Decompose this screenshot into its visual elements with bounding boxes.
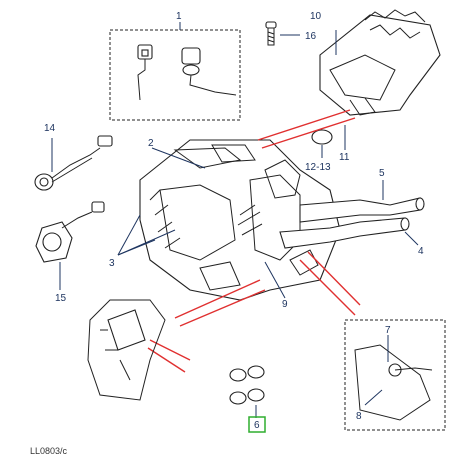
callout-3: 3 bbox=[109, 258, 115, 269]
callout-10: 10 bbox=[310, 11, 322, 22]
callout-4: 4 bbox=[418, 246, 424, 257]
o-ring-part bbox=[311, 129, 333, 145]
screw-part bbox=[265, 21, 300, 46]
callout-7: 7 bbox=[385, 325, 391, 336]
callout-12-13: 12-13 bbox=[305, 162, 331, 173]
callout-11: 11 bbox=[339, 152, 350, 163]
heater-assembly bbox=[139, 139, 425, 301]
grommets-part bbox=[229, 365, 265, 418]
harness-part bbox=[34, 135, 113, 191]
callout-1: 1 bbox=[176, 11, 182, 22]
inset-sensor-detail bbox=[344, 319, 446, 431]
callout-14: 14 bbox=[44, 123, 56, 134]
callout-15: 15 bbox=[55, 293, 67, 304]
callout-6[interactable]: 6 bbox=[254, 420, 260, 431]
callout-9: 9 bbox=[282, 299, 288, 310]
reference-code: LL0803/c bbox=[30, 446, 68, 454]
blower-unit bbox=[319, 9, 441, 150]
motor-part bbox=[35, 201, 105, 290]
inset-sensors bbox=[109, 22, 241, 121]
callout-5: 5 bbox=[379, 168, 385, 179]
callout-8: 8 bbox=[356, 411, 362, 422]
detail-lower-left bbox=[87, 299, 166, 401]
callout-16: 16 bbox=[305, 31, 317, 42]
callout-2: 2 bbox=[148, 138, 154, 149]
callout-6-highlight[interactable] bbox=[248, 416, 266, 433]
red-leaders bbox=[147, 109, 361, 373]
